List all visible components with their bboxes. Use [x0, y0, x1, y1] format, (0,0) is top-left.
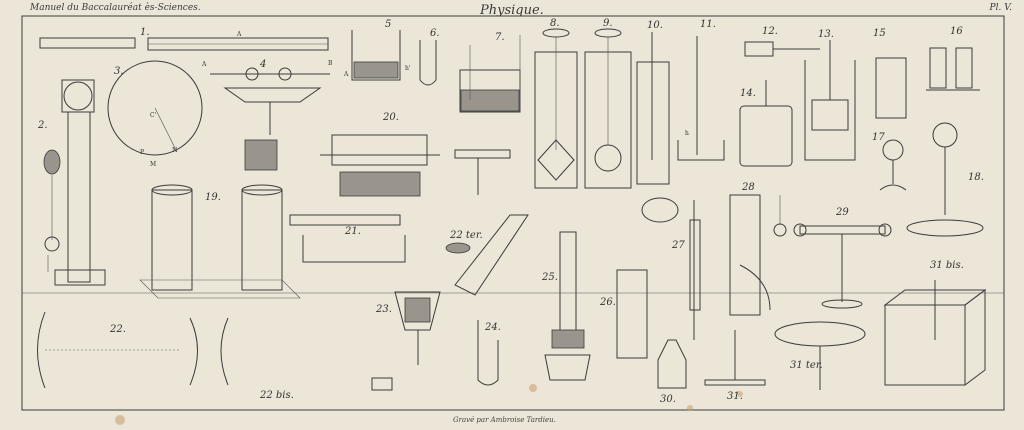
- figure-23-boiler: 23.: [371, 291, 441, 391]
- figure-13-pump: 13.: [804, 29, 856, 161]
- fig-label: 26.: [599, 297, 616, 308]
- fig-label: 14.: [740, 88, 756, 99]
- fig-label: 15: [873, 28, 886, 39]
- fig-label: 24.: [484, 322, 501, 333]
- fig-label: 5: [385, 19, 391, 30]
- figure-8-pendulum: 8.: [534, 18, 578, 189]
- figure-1-rulers: 1. A: [39, 27, 329, 51]
- figure-30-flask: 30.: [657, 339, 687, 405]
- figure-14-bottle: 14.: [739, 80, 793, 167]
- fig-label: 1.: [140, 27, 150, 38]
- running-header: Manuel du Baccalauréat ès-Sciences.: [30, 3, 201, 13]
- letter: h: [685, 130, 689, 137]
- letter: C': [150, 112, 157, 119]
- fig-label: 10.: [647, 20, 663, 31]
- figure-5-vessel: 5 A h': [343, 19, 411, 81]
- fig-label: 29: [835, 207, 849, 218]
- figure-31-bis-case: 31 bis.: [883, 260, 987, 386]
- fig-label: 19.: [205, 192, 221, 203]
- stain: [687, 405, 693, 411]
- fig-label: 22.: [109, 324, 126, 335]
- figure-15-vessel: 15: [873, 28, 907, 119]
- fig-label: 18.: [968, 172, 984, 183]
- figure-4-torsion-apparatus: 4 A B: [201, 59, 333, 171]
- figure-2-atwood-machine: 2.: [37, 79, 106, 286]
- letter: N: [172, 147, 177, 154]
- letter: h': [405, 65, 411, 72]
- stain: [115, 415, 125, 425]
- letter: A: [343, 71, 349, 78]
- fig-label: 7.: [495, 32, 505, 43]
- fig-label: 4: [259, 59, 266, 70]
- fig-label: 30.: [660, 394, 676, 405]
- plate-border: [21, 15, 1005, 411]
- letter: P: [140, 149, 144, 156]
- figure-20-furnace: 20.: [320, 112, 511, 197]
- figure-7-vessel: 7.: [459, 32, 521, 113]
- letter: B: [328, 60, 333, 67]
- stain: [529, 384, 537, 392]
- figure-31-stand: 31.: [704, 330, 766, 402]
- figure-9-pendulum: 9.: [584, 18, 632, 189]
- fig-label: 31 bis.: [930, 260, 964, 271]
- fig-label: 25.: [541, 272, 558, 283]
- fig-label: 9.: [603, 18, 613, 29]
- fig-label: 20.: [382, 112, 399, 123]
- figure-19-cylinders: 19.: [139, 184, 301, 299]
- fig-label: 3.: [114, 66, 124, 77]
- figure-11-tube: 11. h: [677, 19, 725, 161]
- fig-label: 2.: [37, 120, 48, 131]
- fig-label: 27: [671, 240, 685, 251]
- fig-label: 31 ter.: [790, 360, 823, 371]
- figure-28-gauge: 28: [729, 182, 787, 316]
- fig-label: 22 bis.: [259, 390, 294, 401]
- engraver-credit: Gravé par Ambroise Tardieu.: [453, 416, 556, 424]
- figure-6-u-tube: 6.: [419, 28, 440, 86]
- letter: A: [236, 31, 242, 38]
- figure-24-u-tube: 24.: [477, 320, 501, 386]
- figure-10-tube: 10.: [636, 20, 670, 185]
- fig-label: 21.: [344, 226, 361, 237]
- figure-12-clamp: 12.: [744, 26, 820, 57]
- figure-29-table: 29: [793, 207, 892, 309]
- fig-label: 13.: [818, 29, 834, 40]
- plate-number: Pl. V.: [989, 3, 1012, 13]
- fig-label: 28: [741, 182, 755, 193]
- plate-title: Physique.: [480, 3, 544, 18]
- figure-26-cylinder: 26.: [599, 269, 648, 359]
- figure-22-mirrors: 22. 22 bis.: [37, 311, 294, 401]
- fig-label: 6.: [430, 28, 440, 39]
- fig-label: 17: [872, 132, 885, 143]
- stain: [737, 391, 743, 397]
- fig-label: 11.: [700, 19, 716, 30]
- figure-16-apparatus: 16: [926, 26, 980, 91]
- fig-label: 31.: [727, 391, 743, 402]
- figure-31-ter-disc: 31 ter.: [774, 321, 866, 390]
- figure-27-bulb: 27: [641, 197, 701, 340]
- fig-label: 16: [950, 26, 963, 37]
- figure-17-stand: 17: [872, 132, 907, 191]
- figure-18-apparatus: 18.: [906, 122, 984, 237]
- figure-3-disc: 3. C' P N M: [107, 60, 203, 168]
- figure-22-ter-apparatus: 22 ter.: [445, 214, 529, 296]
- fig-label: 12.: [762, 26, 778, 37]
- figure-25-column: 25.: [541, 231, 591, 381]
- letter: A: [201, 61, 207, 68]
- letter: M: [150, 161, 156, 168]
- figure-21-trough: 21.: [289, 214, 406, 263]
- fig-label: 8.: [550, 18, 560, 29]
- fig-label: 23.: [375, 304, 392, 315]
- fig-label: 22 ter.: [449, 230, 483, 241]
